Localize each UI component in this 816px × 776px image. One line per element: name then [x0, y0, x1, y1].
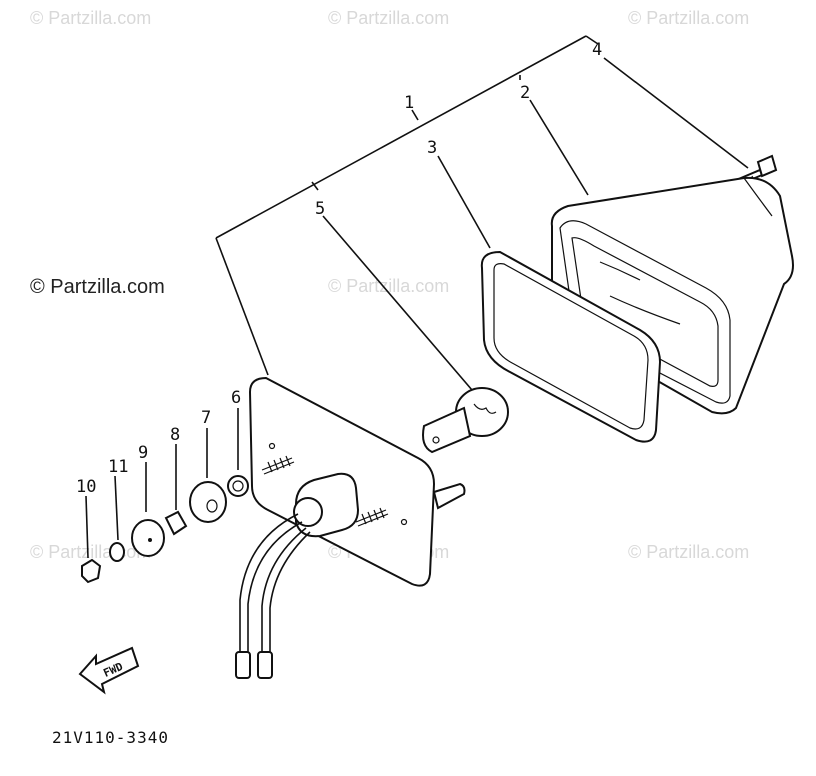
- callout-1: 1: [404, 93, 414, 113]
- callout-9: 9: [138, 443, 148, 463]
- callout-2: 2: [520, 83, 530, 103]
- callouts: 1 2 3 4 5 6 7 8 9 10 11: [76, 40, 602, 497]
- callout-5: 5: [315, 199, 325, 219]
- watermark: © Partzilla.com: [628, 542, 750, 562]
- part-leaders: [85, 408, 239, 559]
- callout-7: 7: [201, 408, 211, 428]
- housing-part: [248, 376, 466, 587]
- callout-8: 8: [170, 425, 180, 445]
- callout-3: 3: [427, 138, 437, 158]
- small-parts: [81, 475, 249, 584]
- callout-6: 6: [231, 388, 241, 408]
- wire-harness: [235, 513, 311, 679]
- watermark: © Partzilla.com: [628, 8, 750, 28]
- callout-4: 4: [592, 40, 602, 60]
- leader-lines: [215, 35, 749, 391]
- gasket-part: [480, 250, 662, 443]
- watermark: © Partzilla.com: [328, 276, 450, 296]
- partzilla-watermark: © Partzilla.com: [30, 276, 165, 298]
- callout-11: 11: [108, 457, 128, 477]
- watermark: © Partzilla.com: [328, 8, 450, 28]
- diagram-code: 21V110-3340: [52, 728, 169, 747]
- bulb-part: [422, 387, 509, 454]
- watermark: © Partzilla.com: [30, 8, 152, 28]
- fwd-arrow: FWD: [78, 646, 140, 695]
- callout-10: 10: [76, 477, 96, 497]
